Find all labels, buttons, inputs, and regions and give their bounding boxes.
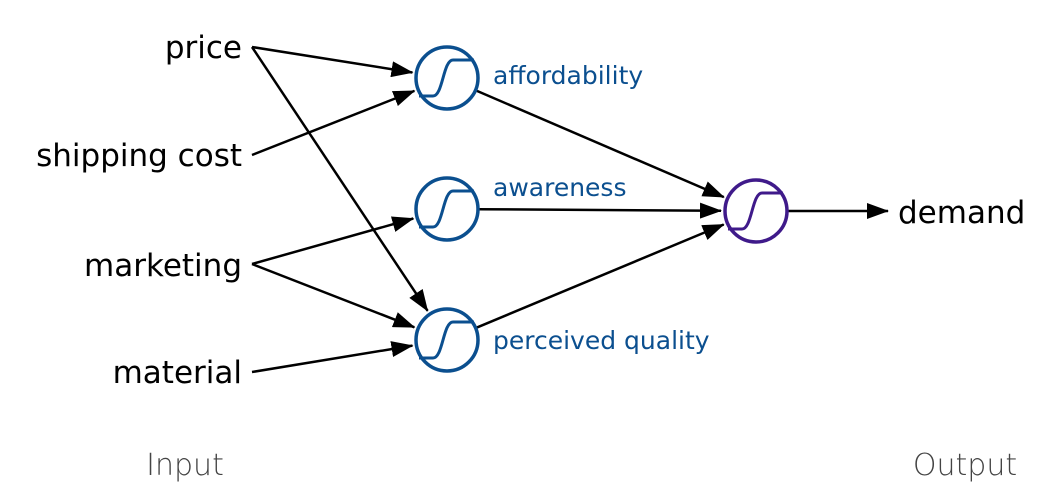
footer-output-label: Output	[913, 448, 1017, 483]
node-circle	[723, 178, 789, 244]
edge-quality-to-out	[475, 223, 725, 330]
output-label-demand: demand	[898, 195, 1025, 231]
output-node	[723, 178, 789, 244]
edge-price-to-quality	[250, 46, 429, 312]
sigmoid-icon	[728, 191, 783, 231]
footer-input-label: Input	[146, 448, 224, 483]
node-circle	[414, 176, 480, 242]
edge-price-to-affordability	[251, 45, 414, 78]
hidden-label-affordability: affordability	[493, 61, 643, 90]
node-circle	[414, 307, 480, 373]
hidden-node-awareness	[414, 176, 480, 242]
sigmoid-icon	[419, 320, 474, 360]
input-label-price: price	[165, 30, 242, 66]
edge-marketing-to-quality	[251, 262, 416, 329]
sigmoid-icon	[419, 58, 474, 98]
input-label-shipping-cost: shipping cost	[36, 138, 242, 174]
edge-awareness-to-out	[477, 202, 723, 219]
hidden-label-perceived-quality: perceived quality	[493, 326, 710, 355]
hidden-label-awareness: awareness	[493, 173, 626, 202]
node-circle	[414, 45, 480, 111]
edge-shipping-to-affordability	[251, 89, 416, 157]
hidden-node-affordability	[414, 45, 480, 111]
edge-affordability-to-out	[474, 89, 725, 199]
input-label-material: material	[113, 355, 242, 391]
sigmoid-icon	[419, 189, 474, 229]
edges	[250, 45, 889, 374]
edge-material-to-quality	[251, 341, 414, 374]
input-label-marketing: marketing	[84, 248, 242, 284]
edge-marketing-to-awareness	[251, 216, 415, 266]
hidden-node-quality	[414, 307, 480, 373]
